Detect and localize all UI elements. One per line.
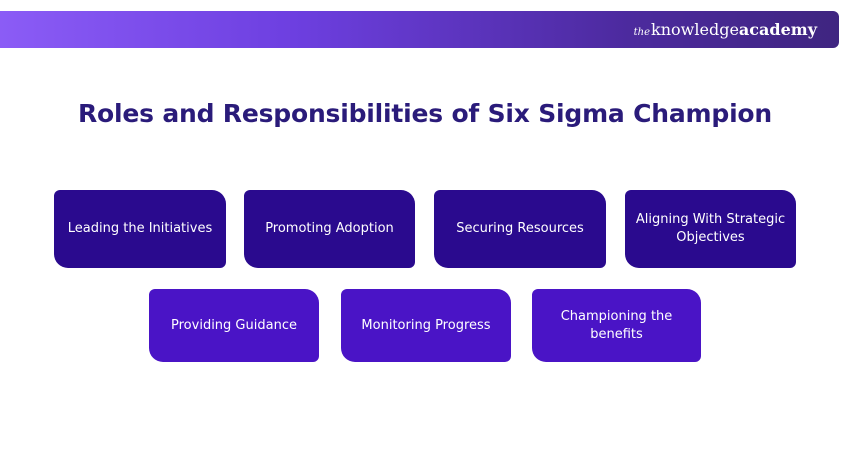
card-aligning-strategic-objectives: Aligning With Strategic Objectives xyxy=(625,190,796,268)
card-label: Championing the benefits xyxy=(560,308,673,342)
brand-logo: theknowledgeacademy xyxy=(634,20,817,43)
brand-the: the xyxy=(633,27,651,38)
card-championing-benefits: Championing the benefits xyxy=(532,289,701,362)
card-providing-guidance: Providing Guidance xyxy=(149,289,319,362)
card-label: Monitoring Progress xyxy=(361,317,491,333)
card-leading-initiatives: Leading the Initiatives xyxy=(54,190,226,268)
card-monitoring-progress: Monitoring Progress xyxy=(341,289,511,362)
page-title: Roles and Responsibilities of Six Sigma … xyxy=(77,99,773,128)
card-label: Securing Resources xyxy=(456,221,584,236)
header-bar: theknowledgeacademy xyxy=(0,11,839,48)
brand-knowledge: knowledge xyxy=(651,20,739,39)
card-label: Promoting Adoption xyxy=(265,221,394,236)
card-promoting-adoption: Promoting Adoption xyxy=(244,190,415,268)
brand-academy: academy xyxy=(738,20,817,39)
card-label: Providing Guidance xyxy=(171,317,297,333)
card-label: Aligning With Strategic Objectives xyxy=(635,212,786,245)
card-label: Leading the Initiatives xyxy=(67,221,213,236)
card-securing-resources: Securing Resources xyxy=(434,190,606,268)
